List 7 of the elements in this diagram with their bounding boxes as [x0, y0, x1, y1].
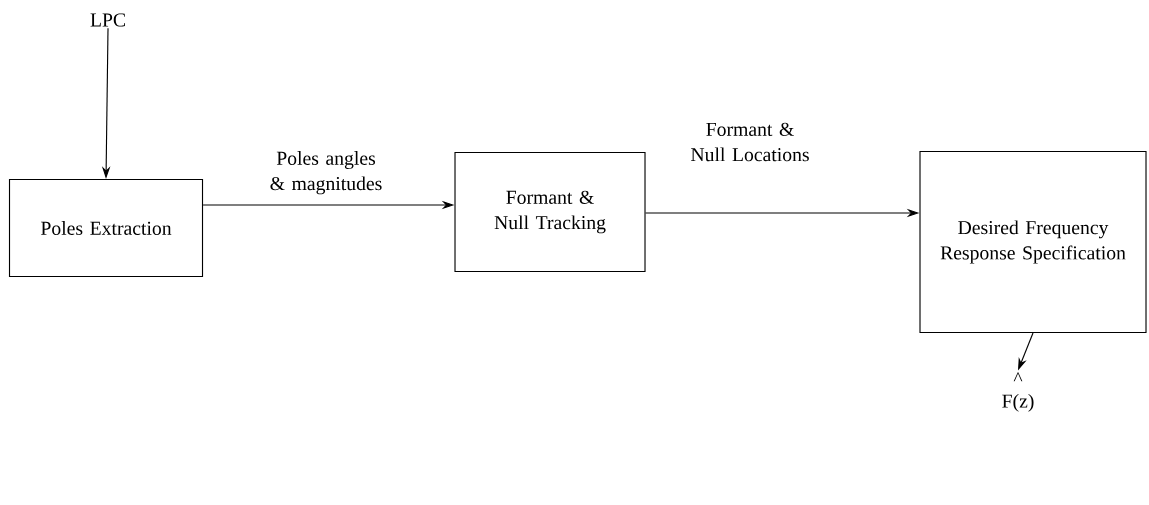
- process-box: Desired Frequency Response Specification: [919, 150, 1147, 334]
- edge-label: Poles angles & magnitudes: [270, 151, 382, 195]
- input-label: LPC: [90, 13, 125, 27]
- edge-label: Formant & Null Locations: [691, 122, 809, 162]
- process-box: Poles Extraction: [8, 178, 204, 278]
- output-label: ^ F(z): [1002, 372, 1034, 412]
- process-box: Formant & Null Tracking: [454, 151, 646, 273]
